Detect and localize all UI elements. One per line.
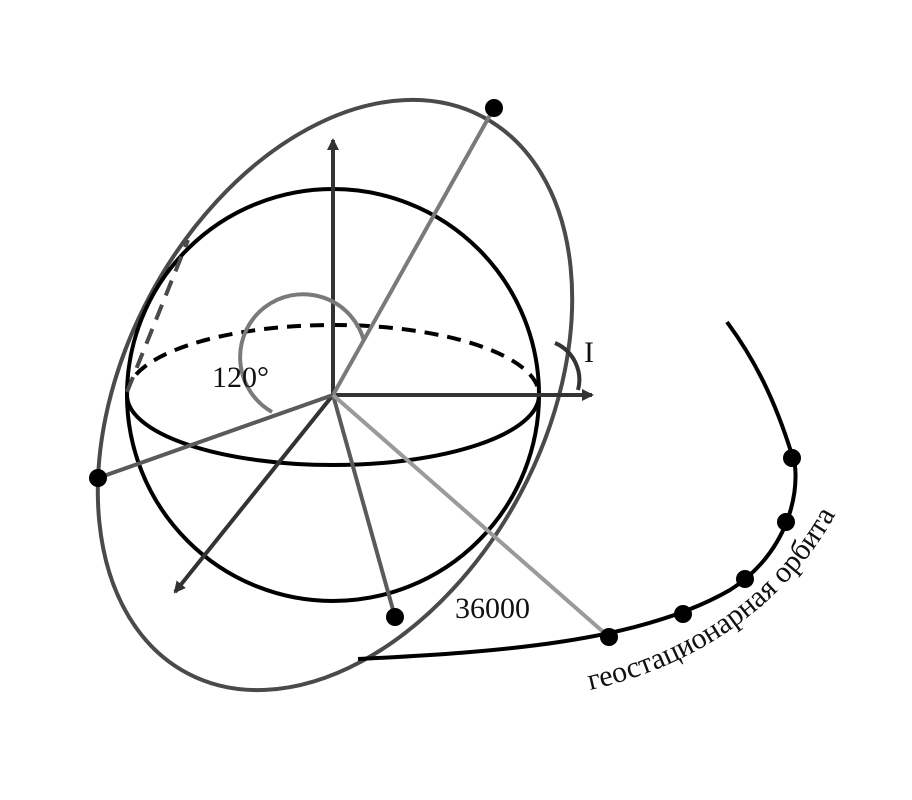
geo-satellite-point [777, 513, 795, 531]
satellite-point [89, 469, 107, 487]
inclination-label: I [584, 336, 594, 369]
radius-line-left [97, 393, 334, 480]
satellite-point [386, 608, 404, 626]
radius-line-top [331, 107, 496, 396]
geostationary-orbit [357, 320, 798, 661]
radius-line-geo [331, 393, 611, 639]
satellite-point [485, 99, 503, 117]
inclination-arc [554, 341, 582, 391]
angle-label: 120° [212, 361, 269, 394]
radius-line-bottom [331, 394, 397, 618]
geo-satellite-point [783, 449, 801, 467]
y-axis [173, 393, 335, 594]
equator-front [125, 394, 541, 467]
geo-satellite-point [674, 605, 692, 623]
inclined-orbit [95, 97, 575, 693]
altitude-label: 36000 [455, 592, 530, 625]
geo-satellite-point [600, 628, 618, 646]
angle-arc-120 [238, 292, 366, 414]
geo-satellite-point [736, 570, 754, 588]
orbit-hidden-segment [125, 239, 190, 393]
